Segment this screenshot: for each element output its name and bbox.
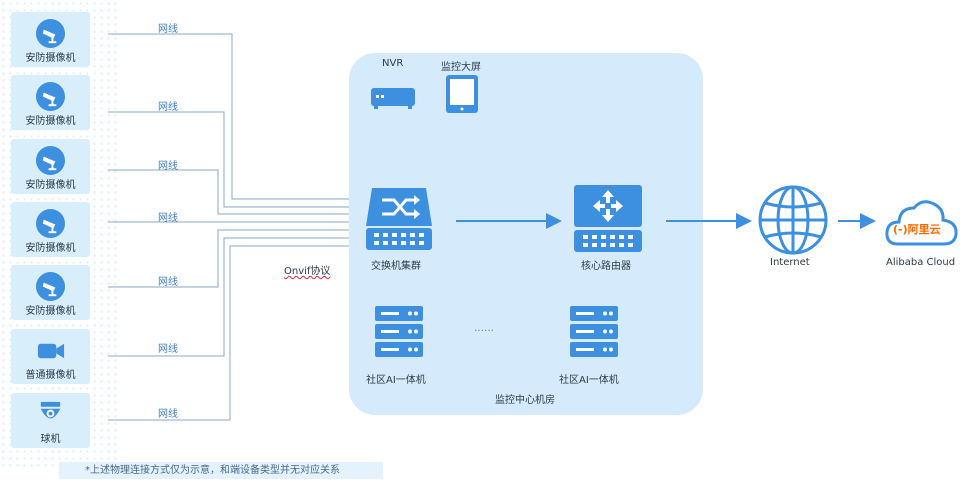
footnote: *上述物理连接方式仅为示意，和端设备类型并无对应关系: [59, 462, 383, 479]
device-label: 球机: [40, 434, 61, 445]
ai-server-icon-right[interactable]: [569, 305, 619, 359]
security-camera-icon: [35, 208, 66, 239]
cable-label: 网线: [158, 161, 178, 172]
device-card-6[interactable]: 普通摄像机: [11, 329, 90, 384]
switch-label: 交换机集群: [371, 261, 421, 272]
nvr-label: NVR: [382, 58, 404, 69]
cloud-label: Alibaba Cloud: [886, 257, 956, 268]
security-camera-icon: [35, 81, 66, 112]
server-right-label: 社区AI一体机: [559, 375, 619, 386]
room-title: 监控中心机房: [495, 395, 555, 406]
device-label: 安防摄像机: [25, 180, 76, 191]
cable-line-2: [108, 111, 357, 210]
core-router-icon[interactable]: [573, 184, 643, 254]
security-camera-icon: [35, 271, 66, 302]
device-card-1[interactable]: 安防摄像机: [11, 12, 90, 67]
device-label: 普通摄像机: [25, 370, 76, 381]
device-label: 安防摄像机: [25, 53, 76, 64]
cable-label: 网线: [158, 409, 178, 420]
nvr-icon[interactable]: [370, 86, 416, 110]
device-label: 安防摄像机: [25, 306, 76, 317]
globe-icon[interactable]: [757, 184, 829, 256]
security-camera-icon: [35, 145, 66, 176]
protocol-label: Onvif协议: [284, 266, 331, 277]
cable-label: 网线: [158, 344, 178, 355]
cable-line-6: [108, 235, 357, 357]
device-card-2[interactable]: 安防摄像机: [11, 75, 90, 130]
device-label: 安防摄像机: [25, 116, 76, 127]
server-left-label: 社区AI一体机: [366, 375, 426, 386]
cable-line-7: [108, 243, 357, 421]
security-camera-icon: [35, 18, 66, 49]
monitor-screen-icon[interactable]: [445, 74, 479, 114]
ai-server-icon-left[interactable]: [374, 305, 424, 359]
internet-label: Internet: [770, 257, 810, 268]
switch-cluster-icon[interactable]: [364, 186, 434, 252]
cable-label: 网线: [158, 213, 178, 224]
cable-label: 网线: [158, 102, 178, 113]
cloud-icon[interactable]: [884, 196, 960, 248]
device-card-3[interactable]: 安防摄像机: [11, 139, 90, 194]
cable-line-1: [108, 33, 357, 202]
cable-line-3: [108, 169, 357, 217]
screen-label: 监控大屏: [441, 62, 481, 73]
device-card-7[interactable]: 球机: [11, 393, 90, 448]
cable-line-5: [108, 227, 357, 288]
cable-label: 网线: [158, 24, 178, 35]
router-label: 核心路由器: [581, 261, 631, 272]
video-camera-icon: [37, 343, 65, 359]
cable-label: 网线: [158, 277, 178, 288]
device-card-4[interactable]: 安防摄像机: [11, 202, 90, 257]
device-label: 安防摄像机: [25, 243, 76, 254]
dome-camera-icon: [40, 401, 61, 419]
ellipsis: ……: [474, 323, 494, 334]
device-card-5[interactable]: 安防摄像机: [11, 265, 90, 320]
alibaba-cloud-logo: (-)阿里云: [893, 223, 941, 236]
